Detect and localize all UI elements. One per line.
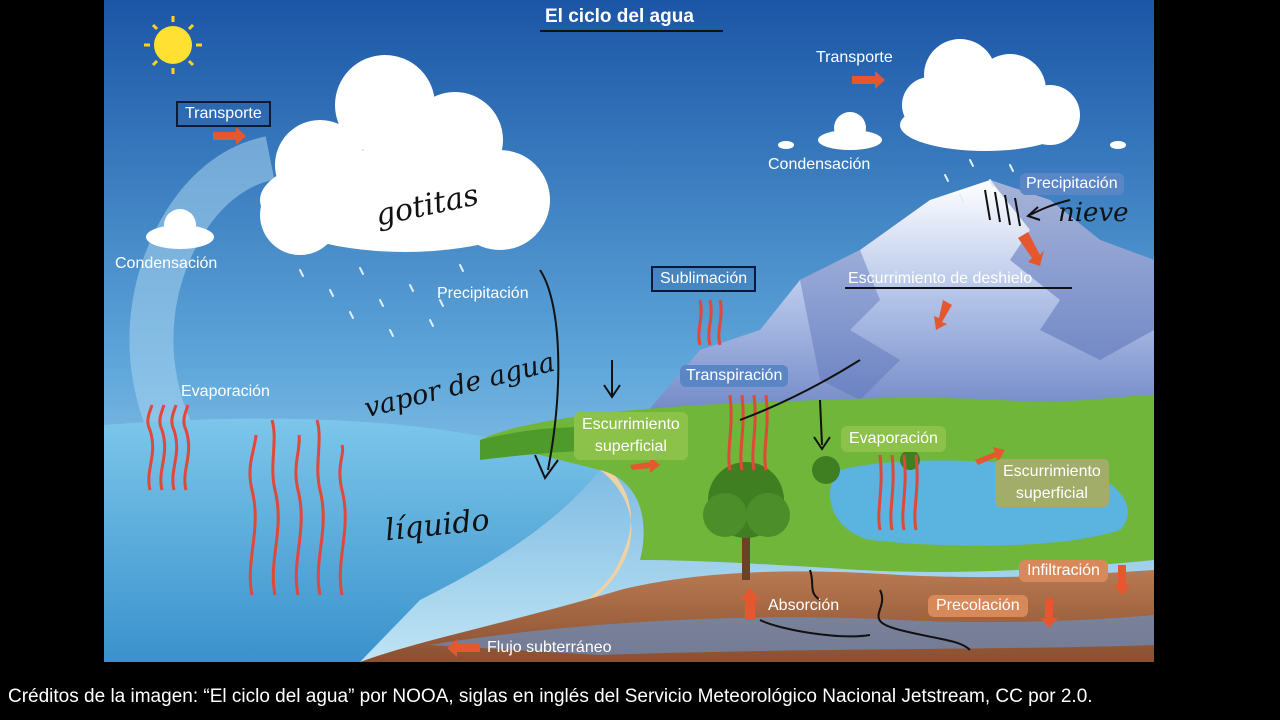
cloud-large [260,55,550,255]
cloud-right [778,39,1126,151]
diagram-title: El ciclo del agua [545,6,694,27]
label-line-2: superficial [1015,485,1088,502]
label-precipitacion-right: Precipitación [1020,173,1124,195]
label-line-1: Escurrimiento [1003,463,1101,480]
cloud-small-left [146,209,214,249]
label-evaporacion-lake: Evaporación [841,426,946,452]
evaporation-arrows-land [697,299,919,531]
label-escurrimiento-deshielo: Escurrimiento de deshielo [848,270,1033,287]
label-transporte-right: Transporte [816,49,893,66]
tree [703,462,790,580]
label-infiltracion: Infiltración [1019,560,1108,582]
label-line-1: Escurrimiento [582,416,680,433]
orange-arrows [213,71,1131,657]
label-precolacion: Precolación [928,595,1028,617]
label-condensacion-right: Condensación [768,156,871,173]
label-transporte-left: Transporte [176,101,271,127]
label-precipitacion-left: Precipitación [437,285,529,302]
label-transpiracion: Transpiración [680,365,789,387]
label-condensacion-left: Condensación [115,255,218,272]
label-sublimacion: Sublimación [651,266,757,292]
label-evaporacion-ocean: Evaporación [181,383,270,400]
sun-icon [144,16,202,74]
label-flujo-subterraneo: Flujo subterráneo [487,639,612,656]
evaporation-arrows-ocean [146,404,347,596]
groundwater [430,615,1154,655]
handwritten-arrows [534,30,1072,651]
label-line-2: superficial [594,438,667,455]
ocean [104,418,600,662]
rain [299,159,1014,337]
handwritten-nieve: nieve [1058,198,1129,228]
label-escurrimiento-superficial-right: Escurrimiento superficial [995,459,1109,507]
label-absorcion: Absorción [768,597,840,614]
label-escurrimiento-superficial-left: Escurrimiento superficial [574,412,688,460]
image-credits: Créditos de la imagen: “El ciclo del agu… [8,686,1093,707]
